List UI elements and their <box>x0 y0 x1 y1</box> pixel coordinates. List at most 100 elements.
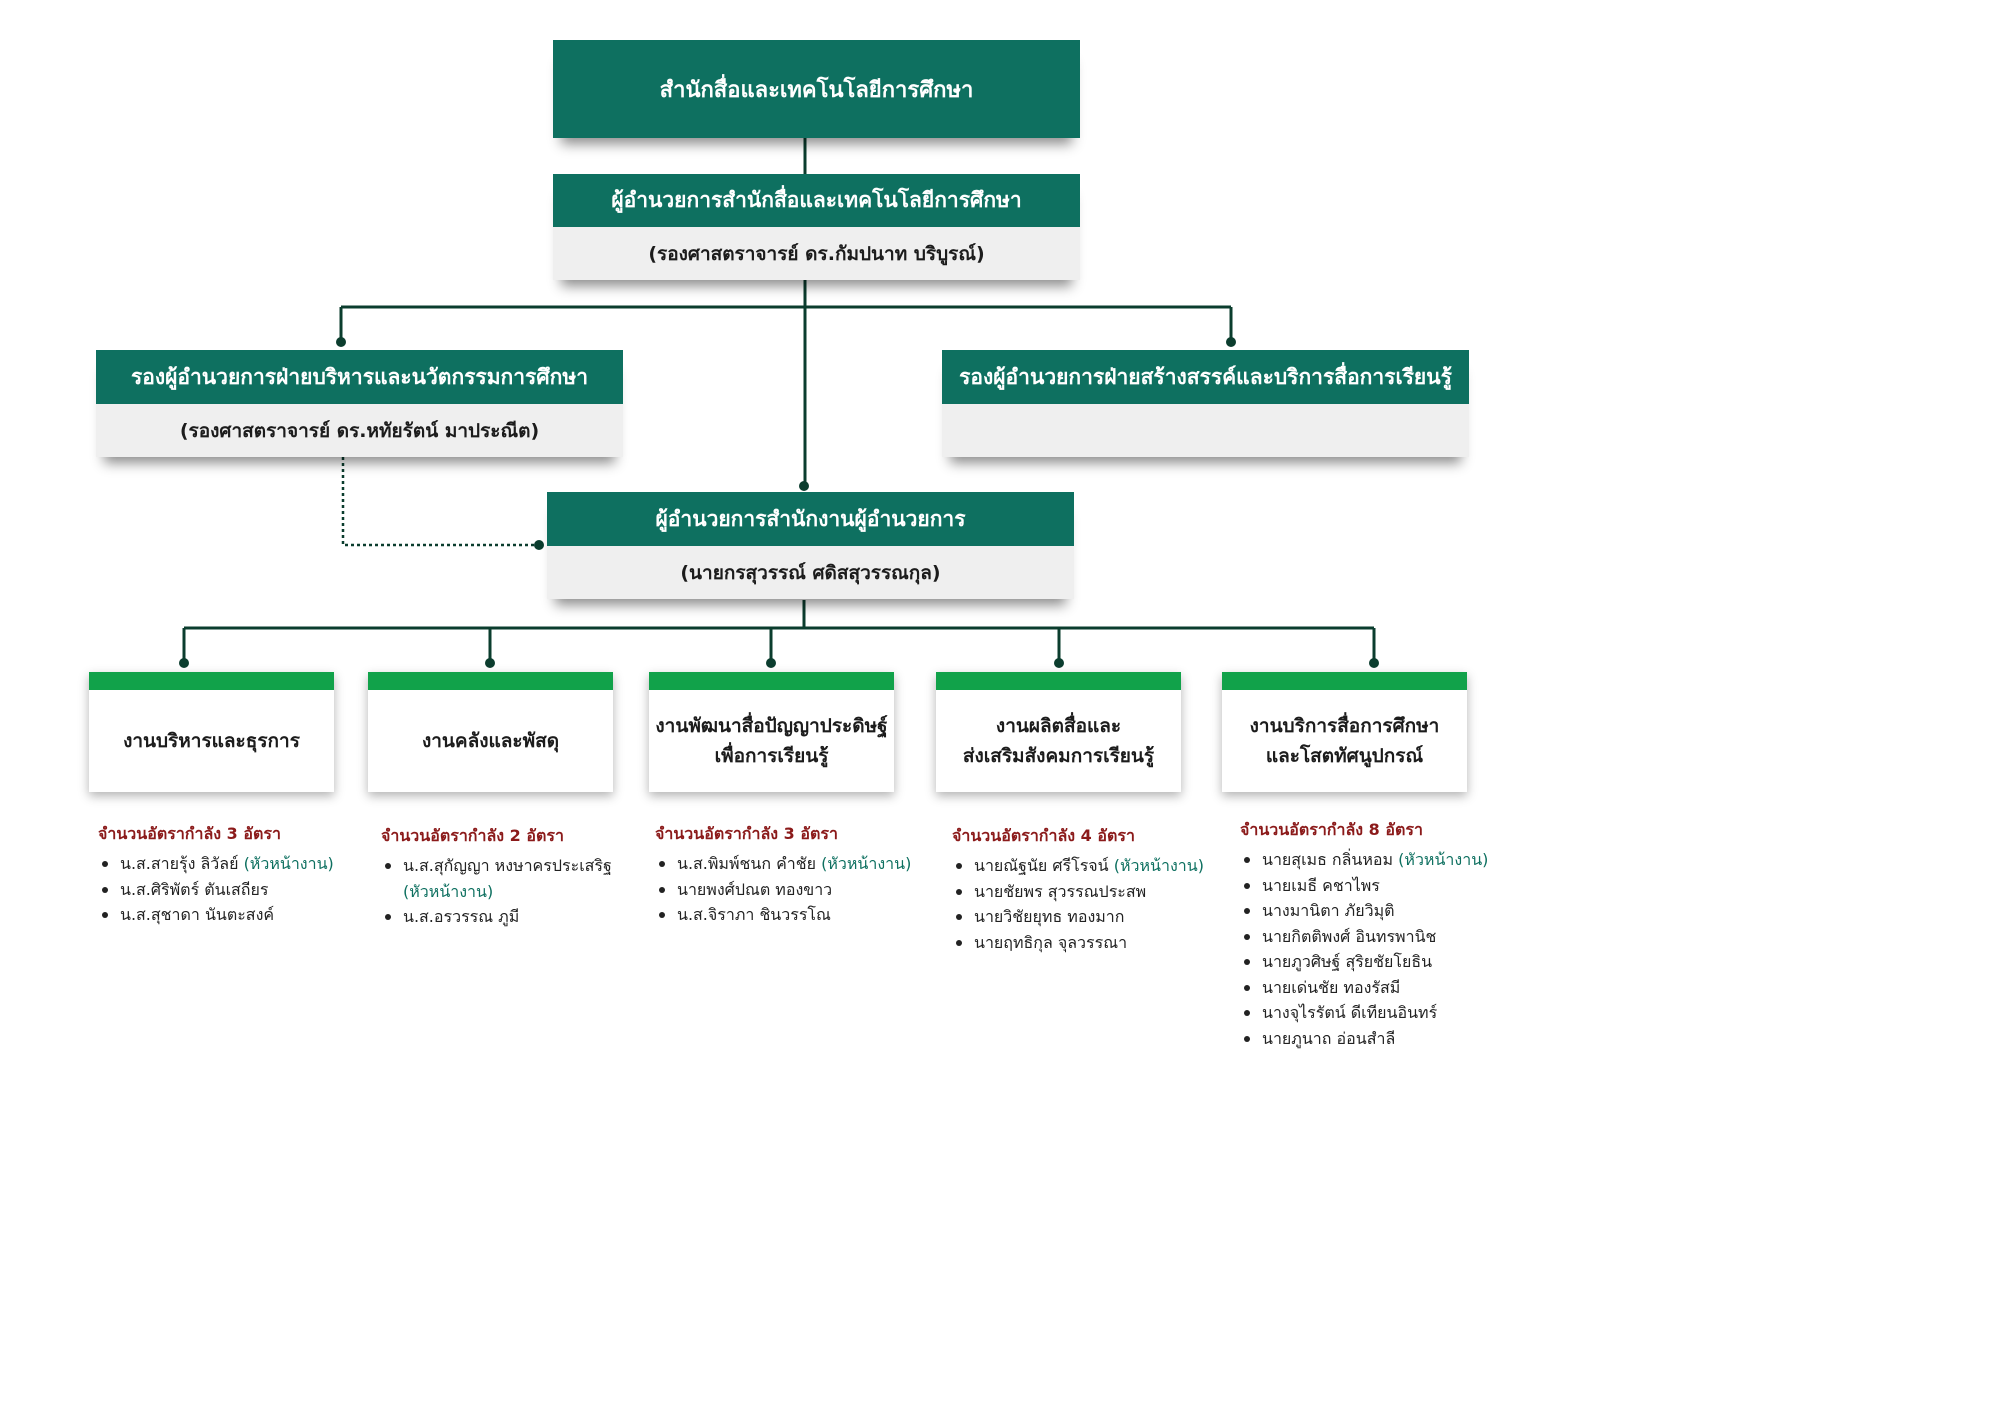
staff-item: น.ส.อรวรรณ ภูมี <box>381 904 661 930</box>
bullet-icon <box>385 914 391 920</box>
staff-name: น.ส.อรวรรณ ภูมี <box>403 907 520 926</box>
unit-card: งานคลังและพัสดุ <box>368 672 613 792</box>
staff-name: นายภูวศิษฐ์ สุริยชัยโยธิน <box>1262 952 1433 971</box>
staff-count: จำนวนอัตรากำลัง 4 อัตรา <box>952 826 1135 845</box>
bullet-icon <box>956 914 962 920</box>
unit-staff-block: จำนวนอัตรากำลัง 2 อัตราน.ส.สุกัญญา หงษาค… <box>381 824 661 930</box>
deputy-creative-title: รองผู้อำนวยการฝ่ายสร้างสรรค์และบริการสื่… <box>942 350 1469 404</box>
unit-accent-bar <box>89 672 334 690</box>
unit-card: งานพัฒนาสื่อปัญญาประดิษฐ์ เพื่อการเรียนร… <box>649 672 894 792</box>
unit-title: งานผลิตสื่อและ ส่งเสริมสังคมการเรียนรู้ <box>962 715 1155 767</box>
bullet-icon <box>1244 857 1250 863</box>
staff-name: นายชัยพร สุวรรณประสพ <box>974 881 1147 901</box>
unit-card: งานบริการสื่อการศึกษา และโสตทัศนูปกรณ์ <box>1222 672 1467 792</box>
bullet-icon <box>102 912 108 918</box>
staff-list: น.ส.พิมพ์ชนก คำชัย (หัวหน้างาน) นายพงศ์ปณ… <box>655 851 935 928</box>
staff-name: น.ส.สายรุ้ง ลิวัลย์ <box>120 854 239 873</box>
staff-list: น.ส.สุกัญญา หงษาครประเสริฐ (หัวหน้างาน) น… <box>381 853 661 930</box>
staff-item: นายพงศ์ปณต ทองขาว <box>655 877 935 903</box>
staff-name: น.ส.ศิริพัตร์ ตันเสถียร <box>120 879 269 899</box>
unit-accent-bar <box>936 672 1181 690</box>
office-title: สำนักสื่อและเทคโนโลยีการศึกษา <box>553 40 1080 138</box>
office-director-title: ผู้อำนวยการสำนักงานผู้อำนวยการ <box>547 492 1074 546</box>
deputy-creative-name <box>942 404 1469 457</box>
bullet-icon <box>1244 908 1250 914</box>
staff-name: นายเด่นชัย ทองรัสมี <box>1262 977 1401 997</box>
office-director-box: ผู้อำนวยการสำนักงานผู้อำนวยการ (นายกรสุว… <box>547 492 1074 599</box>
staff-item: น.ส.ศิริพัตร์ ตันเสถียร <box>98 877 378 903</box>
staff-item: นายสุเมธ กลิ่นหอม (หัวหน้างาน) <box>1240 847 1520 873</box>
staff-item: นายฤทธิกุล จุลวรรณา <box>952 930 1232 956</box>
unit-accent-bar <box>649 672 894 690</box>
deputy-admin-title: รองผู้อำนวยการฝ่ายบริหารและนวัตกรรมการศึ… <box>96 350 623 404</box>
deputy-creative-box: รองผู้อำนวยการฝ่ายสร้างสรรค์และบริการสื่… <box>942 350 1469 457</box>
unit-title: งานพัฒนาสื่อปัญญาประดิษฐ์ เพื่อการเรียนร… <box>655 715 888 767</box>
bullet-icon <box>956 863 962 869</box>
staff-count: จำนวนอัตรากำลัง 3 อัตรา <box>655 824 838 843</box>
bullet-icon <box>1244 1010 1250 1016</box>
staff-name: นางมานิตา ภัยวิมุติ <box>1262 901 1395 920</box>
staff-item: นายณัฐนัย ศรีโรจน์ (หัวหน้างาน) <box>952 853 1232 879</box>
unit-title: งานบริหารและธุรการ <box>123 730 300 752</box>
staff-item: นายภูวศิษฐ์ สุริยชัยโยธิน <box>1240 949 1520 975</box>
bullet-icon <box>1244 1035 1250 1042</box>
bullet-icon <box>1244 984 1250 991</box>
staff-list: น.ส.สายรุ้ง ลิวัลย์ (หัวหน้างาน) น.ส.ศิริ… <box>98 851 378 928</box>
unit-card: งานบริหารและธุรการ <box>89 672 334 792</box>
unit-accent-bar <box>368 672 613 690</box>
org-connector-lines <box>179 138 1379 668</box>
staff-name: นายภูนาถ อ่อนสำลี <box>1262 1028 1396 1048</box>
staff-item: นางจุไรรัตน์ ดีเทียนอินทร์ <box>1240 1000 1520 1026</box>
director-box: ผู้อำนวยการสำนักสื่อและเทคโนโลยีการศึกษา… <box>553 174 1080 280</box>
staff-name: น.ส.พิมพ์ชนก คำชัย <box>677 854 817 873</box>
staff-name: นายณัฐนัย ศรีโรจน์ <box>974 856 1109 875</box>
bullet-icon <box>659 861 665 867</box>
staff-name: นายสุเมธ กลิ่นหอม <box>1262 850 1394 869</box>
staff-item: นายภูนาถ อ่อนสำลี <box>1240 1026 1520 1052</box>
staff-item: นายเด่นชัย ทองรัสมี <box>1240 975 1520 1001</box>
staff-item: นายเมธี คชาไพร <box>1240 873 1520 899</box>
staff-list: นายณัฐนัย ศรีโรจน์ (หัวหน้างาน)นายชัยพร … <box>952 853 1232 955</box>
bullet-icon <box>956 888 962 895</box>
unit-accent-bar <box>1222 672 1467 690</box>
staff-list: นายสุเมธ กลิ่นหอม (หัวหน้างาน)นายเมธี คช… <box>1240 847 1520 1051</box>
head-of-unit-label: (หัวหน้างาน) <box>1398 850 1489 869</box>
head-of-unit-label: (หัวหน้างาน) <box>403 881 494 901</box>
bullet-icon <box>102 861 108 867</box>
staff-name: นางจุไรรัตน์ ดีเทียนอินทร์ <box>1262 1003 1438 1022</box>
staff-item: นายวิชัยยุทธ ทองมาก <box>952 904 1232 930</box>
unit-card: งานผลิตสื่อและ ส่งเสริมสังคมการเรียนรู้ <box>936 672 1181 792</box>
office-director-name: (นายกรสุวรรณ์ ศดิสสุวรรณกุล) <box>680 561 941 584</box>
staff-item: น.ส.สุชาดา นันตะสงค์ <box>98 902 378 928</box>
bullet-icon <box>1244 933 1250 940</box>
staff-name: นายพงศ์ปณต ทองขาว <box>677 879 833 899</box>
staff-item: นายกิตติพงศ์ อินทรพานิช <box>1240 924 1520 950</box>
staff-name: นายกิตติพงศ์ อินทรพานิช <box>1262 926 1437 946</box>
unit-title: งานคลังและพัสดุ <box>421 730 560 752</box>
unit-staff-block: จำนวนอัตรากำลัง 3 อัตราน.ส.พิมพ์ชนก คำชั… <box>655 822 935 928</box>
bullet-icon <box>659 912 665 918</box>
staff-name: น.ส.จิราภา ชินวรรโณ <box>677 905 831 924</box>
bullet-icon <box>385 863 391 869</box>
director-name: (รองศาสตราจารย์ ดร.กัมปนาท บริบูรณ์) <box>648 242 985 265</box>
bullet-icon <box>1244 882 1250 889</box>
unit-staff-block: จำนวนอัตรากำลัง 3 อัตราน.ส.สายรุ้ง ลิวัล… <box>98 822 378 928</box>
staff-item: น.ส.จิราภา ชินวรรโณ <box>655 902 935 928</box>
bullet-icon <box>1244 959 1250 965</box>
bullet-icon <box>659 886 665 893</box>
head-of-unit-label: (หัวหน้างาน) <box>243 854 334 873</box>
staff-item: น.ส.สุกัญญา หงษาครประเสริฐ (หัวหน้างาน) <box>381 853 661 904</box>
staff-item: นางมานิตา ภัยวิมุติ <box>1240 898 1520 924</box>
staff-name: นายฤทธิกุล จุลวรรณา <box>974 932 1128 952</box>
staff-count: จำนวนอัตรากำลัง 8 อัตรา <box>1240 820 1423 839</box>
unit-staff-block: จำนวนอัตรากำลัง 8 อัตรานายสุเมธ กลิ่นหอม… <box>1240 818 1520 1051</box>
head-of-unit-label: (หัวหน้างาน) <box>821 854 912 873</box>
office-box: สำนักสื่อและเทคโนโลยีการศึกษา <box>553 40 1080 138</box>
staff-item: นายชัยพร สุวรรณประสพ <box>952 879 1232 905</box>
unit-title: งานบริการสื่อการศึกษา และโสตทัศนูปกรณ์ <box>1249 715 1440 767</box>
staff-name: นายวิชัยยุทธ ทองมาก <box>974 907 1125 926</box>
head-of-unit-label: (หัวหน้างาน) <box>1113 856 1204 875</box>
bullet-icon <box>956 939 962 946</box>
bullet-icon <box>102 886 108 893</box>
staff-count: จำนวนอัตรากำลัง 2 อัตรา <box>381 826 564 845</box>
